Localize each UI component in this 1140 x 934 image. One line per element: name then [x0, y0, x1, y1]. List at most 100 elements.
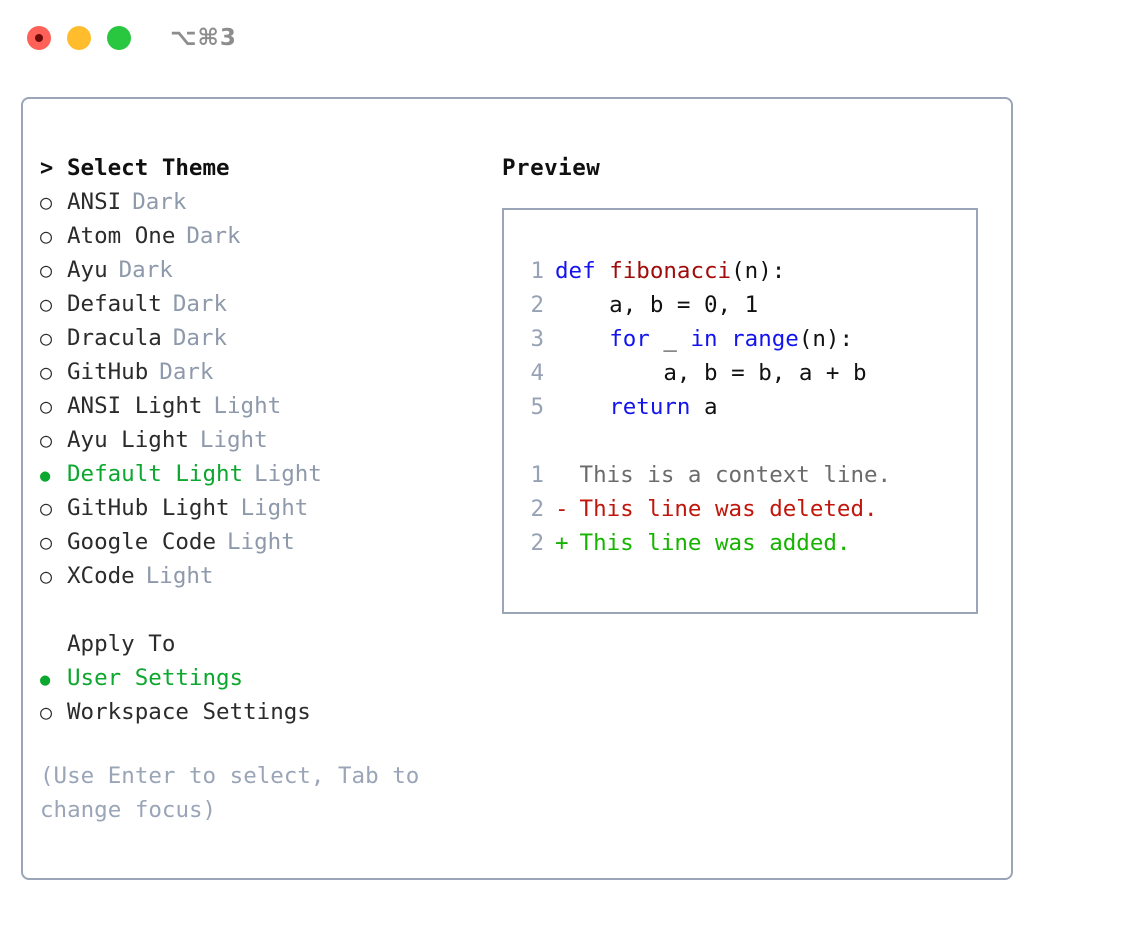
- code-token-plain: _: [649, 326, 691, 352]
- code-token-plain: a, b = b, a + b: [555, 360, 867, 386]
- theme-name-label: ANSI Light: [67, 393, 203, 419]
- line-number: 1: [530, 258, 544, 284]
- preview-title: Preview: [502, 155, 601, 181]
- apply-to-label: User Settings: [67, 665, 244, 691]
- keyboard-shortcut-label: ⌥⌘3: [170, 25, 237, 51]
- apply-to-list: ● User Settings ○Workspace Settings: [40, 661, 490, 729]
- theme-name-label: XCode: [67, 563, 135, 589]
- theme-list-item[interactable]: ○ GitHub Dark: [40, 355, 490, 389]
- preview-column: Preview 1 def fibonacci(n): 2 a, b = 0, 1…: [502, 151, 1002, 614]
- theme-list-item[interactable]: ○ GitHub Light Light: [40, 491, 490, 525]
- code-token-fn: fibonacci: [609, 258, 732, 284]
- diff-gap: [544, 526, 555, 560]
- radio-unselected-icon[interactable]: ○: [40, 258, 53, 282]
- radio-unselected-icon[interactable]: ○: [40, 394, 53, 418]
- code-token-plain: (n):: [798, 326, 854, 352]
- radio-unselected-icon[interactable]: ○: [40, 326, 53, 350]
- apply-to-item[interactable]: ○Workspace Settings: [40, 695, 490, 729]
- diff-line: 1 This is a context line.: [520, 458, 964, 492]
- theme-variant-tag: Light: [254, 461, 322, 487]
- theme-variant-tag: Light: [145, 563, 214, 589]
- minimize-button[interactable]: [67, 26, 91, 50]
- radio-unselected-icon[interactable]: ○: [40, 564, 53, 588]
- line-number-gap: [544, 288, 555, 322]
- radio-unselected-icon[interactable]: ○: [40, 292, 53, 316]
- code-line: 1 def fibonacci(n):: [520, 254, 964, 288]
- theme-variant-tag: Light: [240, 495, 309, 521]
- maximize-button[interactable]: [107, 26, 131, 50]
- theme-list-item[interactable]: ○ Default Dark: [40, 287, 490, 321]
- radio-unselected-icon[interactable]: ○: [40, 224, 53, 248]
- apply-to-item[interactable]: ● User Settings: [40, 661, 490, 695]
- radio-unselected-icon[interactable]: ○: [40, 428, 53, 452]
- line-number-gap: [544, 356, 555, 390]
- theme-name-label: GitHub Light: [67, 495, 230, 521]
- radio-unselected-icon[interactable]: ○: [40, 700, 53, 724]
- select-theme-header: > Select Theme: [40, 151, 490, 185]
- theme-list-item[interactable]: ●Default Light Light: [40, 457, 490, 491]
- label-gap: [121, 185, 132, 219]
- radio-unselected-icon[interactable]: ○: [40, 360, 53, 384]
- diff-sign-gap: [569, 458, 580, 492]
- theme-list-item[interactable]: ○Ayu Dark: [40, 253, 490, 287]
- theme-variant-tag: Dark: [132, 189, 187, 215]
- diff-sample: 1 This is a context line.2 - This line w…: [520, 458, 964, 560]
- diff-sign: [555, 462, 569, 488]
- diff-gap: [544, 458, 555, 492]
- code-token-kw: for: [609, 326, 650, 352]
- apply-to-title: Apply To: [67, 631, 176, 657]
- radio-selected-icon[interactable]: ●: [40, 670, 51, 690]
- apply-to-header: Apply To: [40, 627, 490, 661]
- theme-list-item[interactable]: ○ Atom One Dark: [40, 219, 490, 253]
- theme-list-item[interactable]: ○ ANSI Dark: [40, 185, 490, 219]
- code-token-plain: a: [690, 394, 718, 420]
- diff-sign: -: [555, 496, 569, 522]
- theme-variant-tag: Light: [199, 427, 268, 453]
- label-gap: [108, 253, 119, 287]
- code-token-plain: (n):: [731, 258, 786, 284]
- theme-name-label: Ayu Light: [67, 427, 189, 453]
- code-token-plain: a, b = 0, 1: [555, 292, 759, 318]
- theme-list: ○ANSI Dark○Atom One Dark○Ayu Dark○Defaul…: [40, 185, 490, 593]
- radio-unselected-icon[interactable]: ○: [40, 496, 53, 520]
- radio-unselected-icon[interactable]: ○: [40, 190, 53, 214]
- theme-list-item[interactable]: ○Google Code Light: [40, 525, 490, 559]
- label-gap: [243, 457, 254, 491]
- diff-text: This is a context line.: [579, 462, 892, 488]
- theme-variant-tag: Light: [227, 529, 295, 555]
- label-gap: [216, 525, 227, 559]
- theme-variant-tag: Dark: [172, 291, 228, 317]
- theme-list-item[interactable]: ○Dracula Dark: [40, 321, 490, 355]
- code-line: 4 a, b = b, a + b: [520, 356, 964, 390]
- theme-list-item[interactable]: ○ XCode Light: [40, 559, 490, 593]
- theme-variant-tag: Dark: [159, 359, 214, 385]
- close-button[interactable]: [27, 26, 51, 50]
- label-gap: [162, 321, 173, 355]
- line-number: 4: [530, 360, 544, 386]
- code-token-kw: in range: [690, 326, 799, 352]
- content-panel: > Select Theme ○ANSI Dark○Atom One Dark○…: [21, 97, 1013, 880]
- diff-text: This line was added.: [579, 530, 851, 556]
- label-gap: [230, 491, 241, 525]
- diff-gap: [544, 492, 555, 526]
- theme-name-label: Atom One: [67, 223, 176, 249]
- select-theme-title: Select Theme: [67, 155, 230, 181]
- theme-name-label: Default: [67, 291, 162, 317]
- label-gap: [189, 423, 200, 457]
- radio-unselected-icon[interactable]: ○: [40, 530, 53, 554]
- line-number: 2: [530, 292, 544, 318]
- theme-variant-tag: Dark: [186, 223, 241, 249]
- list-spacer: [40, 593, 490, 627]
- theme-name-label: GitHub: [67, 359, 149, 385]
- theme-list-item[interactable]: ○ANSI Light Light: [40, 389, 490, 423]
- diff-sign: +: [555, 530, 569, 556]
- theme-list-item[interactable]: ○ Ayu Light Light: [40, 423, 490, 457]
- line-number: 3: [530, 326, 544, 352]
- diff-line-number: 1: [530, 462, 544, 488]
- label-gap: [162, 287, 173, 321]
- theme-name-label: ANSI: [67, 189, 122, 215]
- radio-selected-icon[interactable]: ●: [40, 466, 51, 486]
